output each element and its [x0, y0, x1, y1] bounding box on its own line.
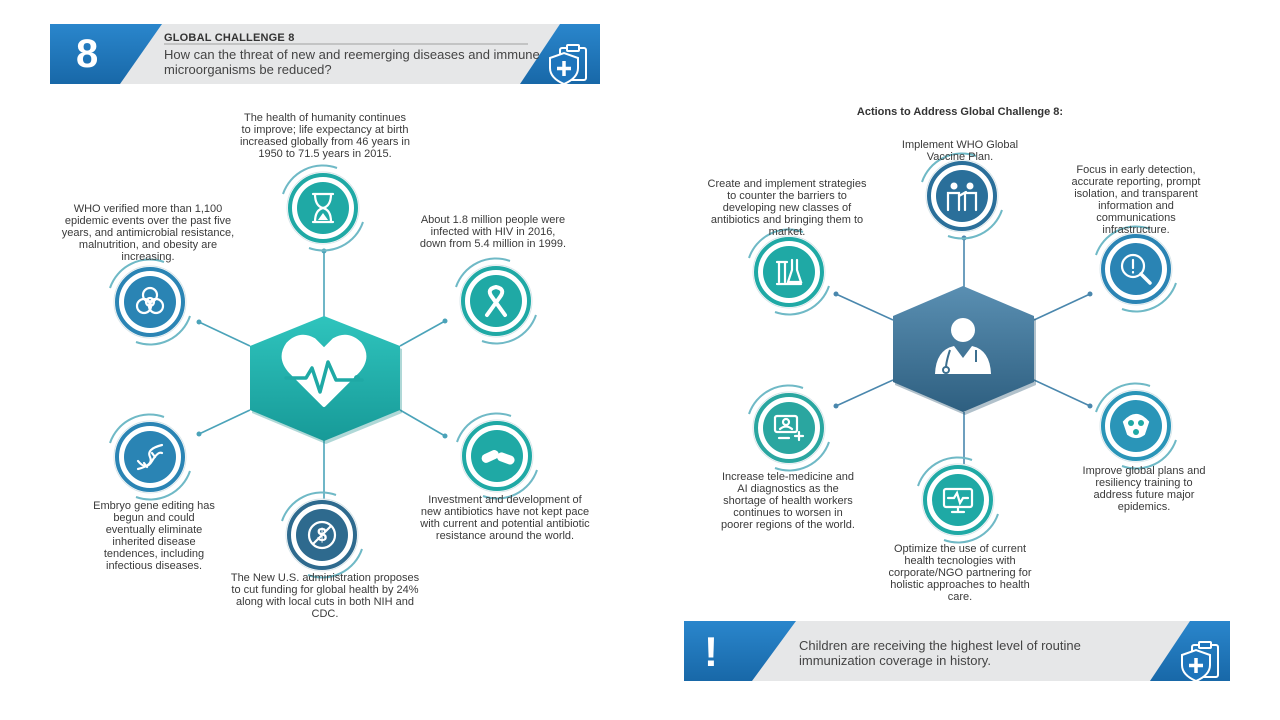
- right-node-text-3: Improve global plans and resiliency trai…: [1082, 465, 1206, 513]
- actions-title: Actions to Address Global Challenge 8:: [856, 106, 1064, 118]
- ribbon-icon: [485, 284, 507, 317]
- header-gray-band: [50, 24, 600, 84]
- challenge-title: GLOBAL CHALLENGE 8: [164, 32, 295, 44]
- right-node-5: [748, 384, 830, 472]
- right-node-1: [921, 152, 1003, 240]
- footer-shield-icon: [1181, 641, 1219, 683]
- lab-flasks-icon: [775, 258, 803, 286]
- biohazard-icon: [135, 286, 165, 315]
- left-node-text-5: Embryo gene editing has begun and could …: [93, 500, 215, 572]
- right-node-text-2: Focus in early detection, accurate repor…: [1071, 164, 1201, 236]
- left-node-6: [109, 258, 191, 346]
- svg-text:$: $: [317, 525, 327, 545]
- magnifier-alert-icon: [1120, 253, 1152, 285]
- left-node-5: [109, 413, 191, 501]
- left-node-2: [455, 257, 537, 345]
- dna-icon: [136, 443, 164, 471]
- doctor-icon: [935, 318, 991, 374]
- left-node-3: [456, 412, 538, 500]
- left-node-text-4: The New U.S. administration proposes to …: [230, 572, 420, 620]
- heart-pulse-icon: [281, 334, 367, 407]
- telemedicine-icon: [773, 414, 805, 442]
- right-node-3: [1095, 382, 1177, 470]
- left-node-text-1: The health of humanity continues to impr…: [240, 112, 410, 160]
- footer-gray-band: [684, 621, 1230, 681]
- challenge-question: How can the threat of new and reemerging…: [164, 47, 540, 77]
- right-node-4: [917, 456, 999, 544]
- alert-symbol: !: [704, 628, 718, 675]
- no-dollar-icon: $: [307, 520, 337, 550]
- footer-banner: [684, 621, 1230, 683]
- right-node-2: [1095, 225, 1177, 313]
- left-node-text-6: WHO verified more than 1,100 epidemic ev…: [61, 203, 235, 263]
- vaccine-people-icon: [946, 182, 978, 212]
- right-node-6: [748, 228, 830, 316]
- right-center-hexagon: [893, 286, 1036, 415]
- header-banner: [50, 24, 600, 86]
- pills-icon: [481, 450, 515, 465]
- right-node-text-1: Implement WHO Global Vaccine Plan.: [901, 139, 1019, 163]
- right-connectors: [835, 238, 1091, 470]
- footer-text: Children are receiving the highest level…: [799, 638, 1081, 668]
- header-shield-icon: [549, 44, 587, 86]
- left-node-text-3: Investment and development of new antibi…: [420, 494, 590, 542]
- hourglass-icon: [311, 192, 335, 224]
- left-center-hexagon: [250, 316, 402, 444]
- right-node-text-6: Create and implement strategies to count…: [707, 178, 867, 238]
- left-node-text-2: About 1.8 million people were infected w…: [419, 214, 567, 250]
- footer-blue-left: [684, 621, 796, 681]
- health-monitor-icon: [942, 487, 974, 514]
- right-node-text-5: Increase tele-medicine and AI diagnostic…: [721, 471, 855, 531]
- left-node-4: $: [281, 491, 363, 579]
- gas-mask-icon: [1122, 413, 1150, 439]
- right-node-text-4: Optimize the use of current health tecno…: [888, 543, 1032, 603]
- challenge-number: 8: [76, 32, 99, 76]
- left-node-1: [282, 164, 364, 252]
- header-blue-left: [50, 24, 162, 84]
